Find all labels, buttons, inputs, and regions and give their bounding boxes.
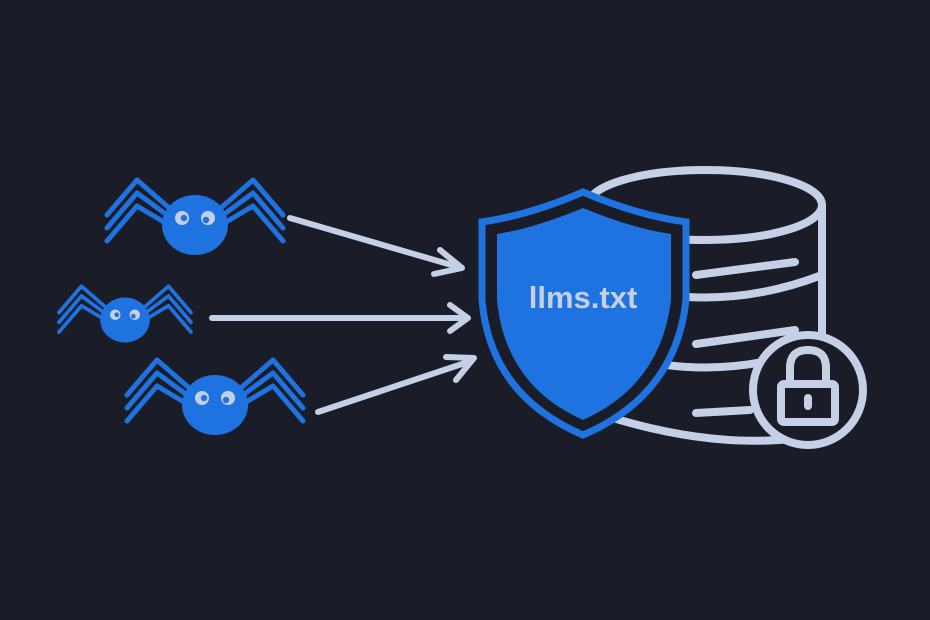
- arrows: [209, 215, 477, 415]
- arrow-icon: [287, 215, 465, 277]
- shield-label: llms.txt: [529, 280, 638, 315]
- shield-icon: [478, 188, 690, 439]
- arrow-icon: [315, 354, 477, 415]
- spiders: [57, 177, 306, 435]
- spider-icon: [104, 177, 286, 255]
- spider-icon: [124, 357, 306, 435]
- arrow-icon: [209, 302, 471, 334]
- lock-icon: [749, 331, 867, 449]
- spider-icon: [57, 284, 193, 343]
